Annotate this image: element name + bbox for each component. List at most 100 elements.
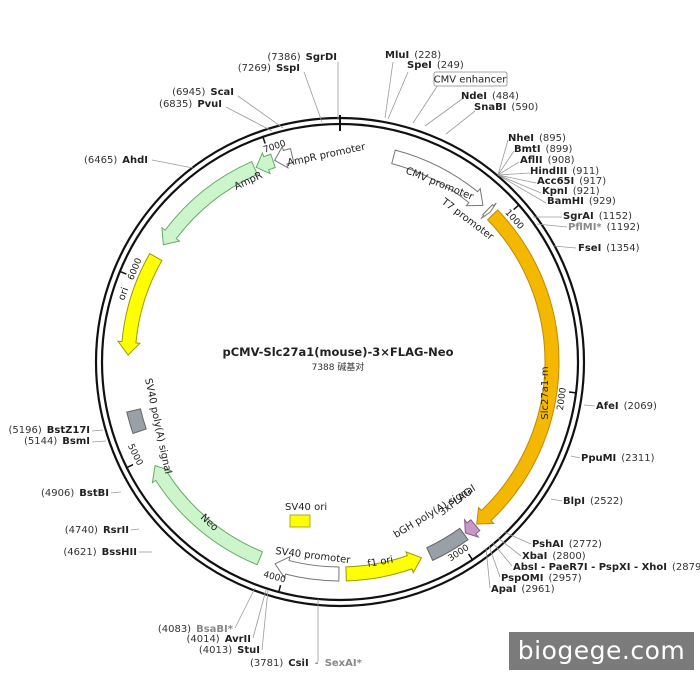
site-name: StuI <box>237 645 260 656</box>
site-pos: (4906) <box>41 488 74 499</box>
leader-snabi <box>445 110 476 135</box>
leader-apai <box>485 547 491 589</box>
tick-label: 5000 <box>125 443 144 468</box>
site-csii-sexai: (3781)CsiI - SexAI* <box>250 658 363 669</box>
site-pos: (484) <box>492 91 519 102</box>
cmv-enhancer-box <box>433 71 508 87</box>
site-kpni: KpnI(921) <box>542 186 600 197</box>
site-hindiii: HindIII(911) <box>530 166 599 177</box>
leader-scai <box>237 95 284 129</box>
site-name: AflII <box>520 155 543 166</box>
leader-pvui <box>225 106 273 132</box>
site-pshai: PshAI(2772) <box>532 539 602 550</box>
site-name: NheI <box>508 133 534 144</box>
site-pos: (1354) <box>606 243 639 254</box>
site-bamhi: BamHI(929) <box>547 196 616 207</box>
leader-bsabi <box>234 587 256 629</box>
leader-pshai <box>503 531 532 545</box>
site-name: PspOMI <box>501 573 543 584</box>
site-bmti: BmtI(899) <box>514 144 573 155</box>
site-name: SexAI* <box>325 658 363 669</box>
leader-bsmi <box>91 440 107 443</box>
leader-bstbi <box>110 491 122 494</box>
site-name: AvrII <box>225 634 251 645</box>
site-pflmi: PflMI* (1192) <box>568 222 640 233</box>
plasmid-name: pCMV-Slc27a1(mouse)-3×FLAG-Neo <box>222 345 453 359</box>
site-pos: (2800) <box>552 551 585 562</box>
site-name: BssHII <box>102 547 137 558</box>
site-pos: (2069) <box>624 401 657 412</box>
site-pos: (908) <box>548 155 575 166</box>
site-absi-xhoi: AbsI - PaeR7I - PspXI - XhoI(2879) <box>513 562 700 573</box>
site-scai: (6945) ScaI <box>172 87 234 98</box>
site-name: BstBI <box>79 488 109 499</box>
leader-mlui <box>384 61 394 119</box>
site-rsrii: (4740)RsrII <box>65 525 129 536</box>
site-pos: (1152) <box>599 211 632 222</box>
site-pvui: (6835)PvuI <box>159 99 222 110</box>
site-pos: (4740) <box>65 525 98 536</box>
site-pos: (5144) <box>24 436 57 447</box>
site-pos: (4621) <box>63 547 96 558</box>
site-name: PvuI <box>197 99 222 110</box>
feature-sv40-promoter <box>274 555 340 582</box>
site-name: NdeI <box>461 91 487 102</box>
site-name: PpuMI <box>581 453 616 464</box>
backbone <box>94 115 586 608</box>
site-mlui: MluI(228) <box>385 50 441 61</box>
site-name: BstZ17I <box>47 425 90 436</box>
feature-label-f1-ori: f1 ori <box>367 555 395 570</box>
leader-bstz17i <box>91 429 104 432</box>
feature-3xflag <box>463 518 481 538</box>
site-pos: (7386) <box>267 52 300 63</box>
site-spei: SpeI(249) <box>407 60 464 71</box>
site-pos: (6945) <box>172 87 205 98</box>
site-afei: AfeI(2069) <box>596 401 657 412</box>
leader-xbai <box>497 537 522 557</box>
feature-t7-promoter <box>480 202 497 220</box>
site-name: CsiI <box>288 658 308 669</box>
site-pos: (1192) <box>607 222 640 233</box>
tick-mark <box>277 585 282 594</box>
leader-rsrii <box>130 528 140 531</box>
leader-ndei <box>424 98 463 127</box>
feature-label-slc27a1: Slc27a1-m <box>540 366 551 419</box>
site-name: BamHI <box>547 196 584 207</box>
plasmid-size: 7388 碱基对 <box>312 361 365 373</box>
site-stui: (4013)StuI <box>199 645 260 656</box>
site-pspomi: PspOMI(2957) <box>501 573 582 584</box>
site-name: BlpI <box>563 496 585 507</box>
feature-ori <box>116 252 163 356</box>
restriction-site-layer: (7386)SgrDI (7269)SspI (6945)ScaI (6835)… <box>8 50 700 669</box>
site-name: PflMI* <box>568 222 602 233</box>
site-name: ScaI <box>210 87 234 98</box>
site-pos: (899) <box>546 144 573 155</box>
site-sgrai: SgrAI(1152) <box>563 211 632 222</box>
feature-label-ampr-promoter: AmpR promoter <box>286 141 367 168</box>
site-snabi: SnaBI(590) <box>474 102 538 113</box>
site-acc65i: Acc65I(917) <box>537 176 606 187</box>
leader-mcs <box>497 139 547 204</box>
site-sgrdi: (7386)SgrDI <box>267 52 337 63</box>
site-bsabi: (4083) BsaBI* <box>158 624 234 635</box>
site-pos: (895) <box>539 133 566 144</box>
tick-label: 2000 <box>556 387 569 411</box>
site-pos: (4014) <box>186 634 219 645</box>
leader-sspi <box>303 71 323 123</box>
feature-label-bgh-polya: bGH poly(A) signal <box>392 483 478 541</box>
leader-spei <box>387 71 409 120</box>
site-ahdi: (6465)AhdI <box>84 155 148 166</box>
leader-fsei <box>553 245 577 249</box>
site-bsshii: (4621) BssHII <box>63 547 137 558</box>
site-name: MluI <box>385 50 409 61</box>
site-pos: (249) <box>437 60 464 71</box>
tick-mark <box>513 203 521 211</box>
site-pos: (2961) <box>521 584 554 595</box>
site-name: SnaBI <box>474 102 506 113</box>
site-name: BsaBI* <box>196 624 234 635</box>
feature-label-sv40-polya: SV40 poly(A) signal <box>142 377 173 475</box>
leader-absi <box>492 542 513 567</box>
site-pos: (4083) <box>158 624 191 635</box>
